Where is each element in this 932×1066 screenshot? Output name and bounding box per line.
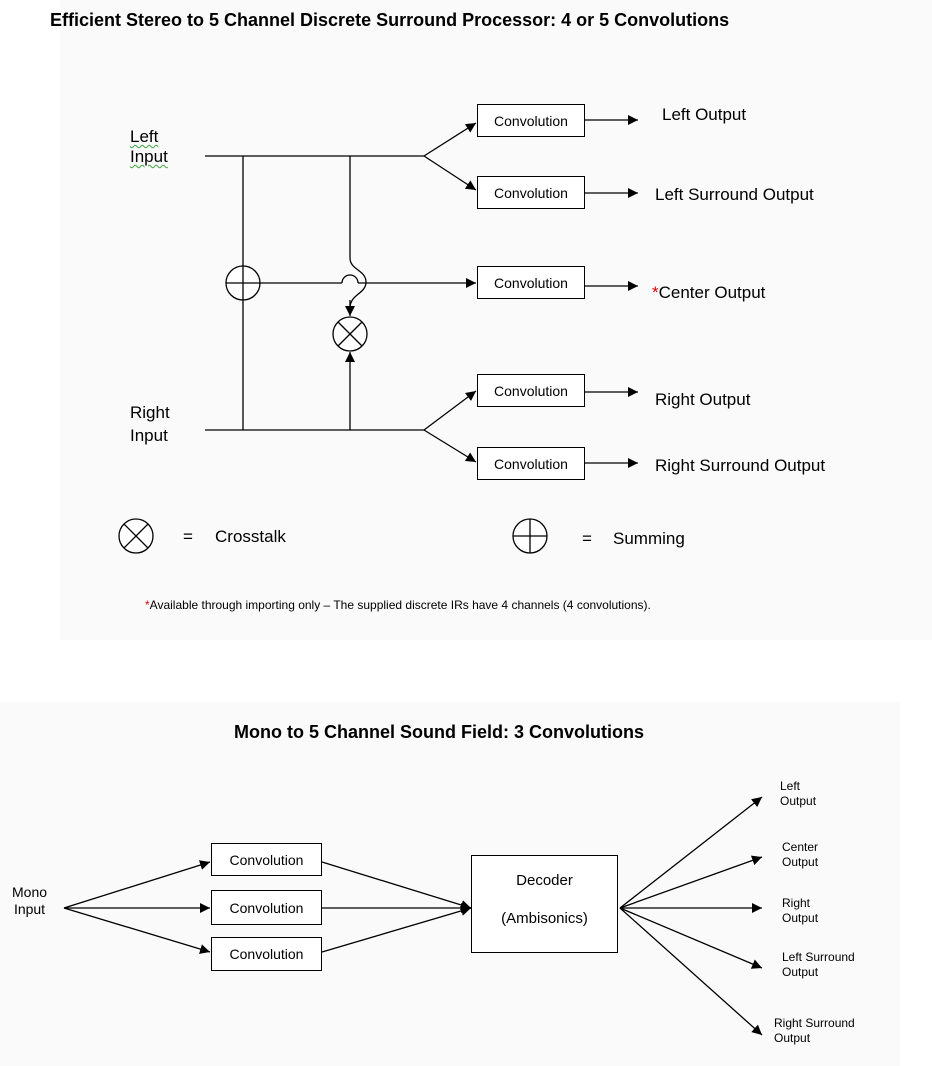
mono-center-output-label: Center Output — [782, 840, 818, 870]
summing-legend-equals: = — [582, 529, 592, 548]
left-surround-output-label: Left Surround Output — [655, 185, 814, 204]
right-split-upper — [423, 390, 477, 431]
conv3-to-decoder — [321, 906, 472, 953]
center-output-text: Center Output — [658, 283, 766, 302]
mono-right-output-label: Right Output — [782, 896, 818, 926]
mono-right-surround-output-line1: Right Surround — [774, 1016, 855, 1030]
footnote-asterisk: * — [145, 598, 150, 612]
decoder-to-right-surround — [619, 907, 763, 1036]
diagram1-title: Efficient Stereo to 5 Channel Discrete S… — [50, 10, 730, 30]
convolution-box-right-surround: Convolution — [477, 447, 585, 480]
left-input-label-line1: Left — [130, 127, 159, 146]
center-output-label: *Center Output — [652, 283, 765, 303]
mono-left-surround-output-line1: Left Surround — [782, 950, 855, 964]
mono-input-label-line1: Mono — [12, 884, 48, 900]
center-feed-hop — [341, 274, 359, 284]
right-surround-output-label: Right Surround Output — [655, 456, 826, 475]
left-to-crosstalk-hook — [349, 257, 367, 309]
mono-center-output-line1: Center — [782, 840, 819, 854]
mono-input-label-line2: Input — [13, 901, 46, 917]
mono-to-conv3 — [63, 907, 211, 954]
mono-right-output-line2: Output — [782, 911, 819, 925]
center-output-asterisk: * — [652, 283, 659, 302]
decoder-to-left-surround — [619, 907, 763, 969]
decoder-box: Decoder (Ambisonics) — [471, 855, 618, 953]
mono-convolution-box-3: Convolution — [211, 937, 322, 971]
right-input-label-line1: Right — [130, 403, 170, 422]
summing-legend-label: Summing — [613, 529, 685, 548]
mono-right-surround-output-label: Right Surround Output — [774, 1016, 855, 1046]
footnote: *Available through importing only – The … — [145, 598, 651, 612]
decoder-sublabel: (Ambisonics) — [501, 910, 588, 927]
convolution-box-left-surround: Convolution — [477, 176, 585, 209]
mono-input-label: Mono Input — [12, 884, 47, 918]
mono-right-output-line1: Right — [782, 896, 811, 910]
left-output-label: Left Output — [662, 105, 747, 124]
mono-left-output-line1: Left — [780, 779, 801, 793]
right-input-label-line2: Input — [130, 426, 168, 445]
mono-left-output-label: Left Output — [780, 779, 816, 809]
left-input-label: Left Input — [130, 127, 168, 167]
mono-center-output-line2: Output — [782, 855, 819, 869]
convolution-box-right: Convolution — [477, 374, 585, 407]
conv1-to-decoder — [321, 861, 472, 910]
left-input-label-line2: Input — [130, 147, 168, 166]
decoder-to-left — [619, 796, 763, 909]
left-split-upper — [423, 122, 477, 157]
diagram2-panel — [0, 702, 900, 1066]
diagram2-title: Mono to 5 Channel Sound Field: 3 Convolu… — [234, 722, 644, 742]
crosstalk-legend-equals: = — [183, 527, 193, 546]
right-split-lower — [423, 429, 477, 463]
mono-left-surround-output-line2: Output — [782, 965, 819, 979]
mono-convolution-box-2: Convolution — [211, 890, 322, 925]
mono-to-conv1 — [63, 860, 211, 909]
convolution-box-left: Convolution — [477, 104, 585, 137]
mono-left-output-line2: Output — [780, 794, 817, 808]
mono-left-surround-output-label: Left Surround Output — [782, 950, 855, 980]
mono-right-surround-output-line2: Output — [774, 1031, 811, 1045]
left-split-lower — [423, 155, 477, 191]
decoder-label: Decoder — [516, 872, 573, 889]
convolution-box-center: Convolution — [477, 266, 585, 299]
footnote-text: Available through importing only – The s… — [149, 598, 651, 612]
crosstalk-legend-label: Crosstalk — [215, 527, 286, 546]
right-output-label: Right Output — [655, 390, 751, 409]
decoder-to-center — [619, 855, 763, 909]
right-input-label: Right Input — [130, 401, 170, 447]
mono-convolution-box-1: Convolution — [211, 843, 322, 876]
